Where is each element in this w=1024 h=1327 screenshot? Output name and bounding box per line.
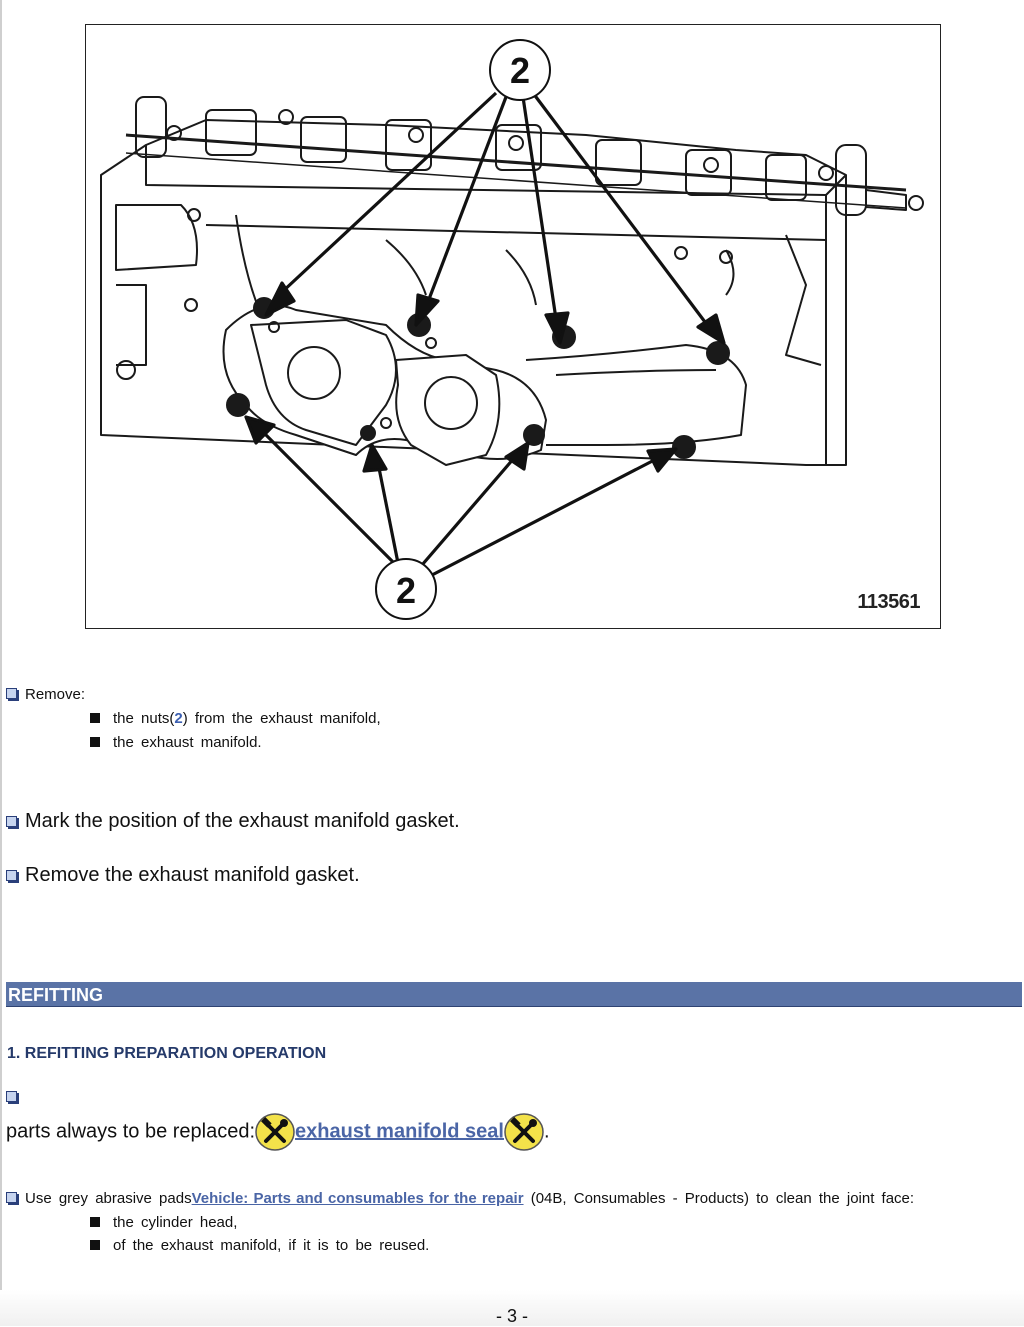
list-item: the cylinder head, <box>90 1214 237 1231</box>
engine-diagram-figure: 2 2 113561 <box>85 24 941 629</box>
parts-step-checkbox <box>6 1089 25 1107</box>
callout-label-top: 2 <box>510 50 530 91</box>
square-bullet-icon <box>90 1240 100 1250</box>
subheading-preparation: 1. REFITTING PREPARATION OPERATION <box>7 1045 327 1062</box>
figure-number: 113561 <box>857 591 920 613</box>
cylinder-head-illustration: 2 2 <box>100 39 924 620</box>
checkbox-icon <box>6 1091 17 1102</box>
list-item: the nuts(2) from the exhaust manifold, <box>90 710 381 727</box>
remove-gasket-step: Remove the exhaust manifold gasket. <box>6 864 360 887</box>
remove-step: Remove: <box>6 686 85 703</box>
parts-replaced-line: parts always to be replaced:exhaust mani… <box>6 1112 550 1152</box>
list-item: of the exhaust manifold, if it is to be … <box>90 1237 429 1254</box>
page-footer <box>0 1290 1024 1326</box>
checkbox-icon <box>6 688 17 699</box>
checkbox-icon <box>6 1192 17 1203</box>
page-left-border <box>0 0 2 1326</box>
callout-label-bottom: 2 <box>396 570 416 611</box>
square-bullet-icon <box>90 737 100 747</box>
tools-icon <box>504 1113 544 1151</box>
parts-consumables-link[interactable]: Vehicle: Parts and consumables for the r… <box>191 1190 524 1207</box>
checkbox-icon <box>6 816 17 827</box>
mark-gasket-step: Mark the position of the exhaust manifol… <box>6 810 460 833</box>
part-reference: 2 <box>174 710 183 727</box>
list-item: the exhaust manifold. <box>90 734 262 751</box>
exhaust-manifold-seal-link[interactable]: exhaust manifold seal <box>295 1120 504 1143</box>
remove-intro: Remove: <box>25 686 86 703</box>
tools-icon <box>255 1113 295 1151</box>
page-number: - 3 - <box>496 1306 529 1326</box>
square-bullet-icon <box>90 713 100 723</box>
checkbox-icon <box>6 870 17 881</box>
square-bullet-icon <box>90 1217 100 1227</box>
clean-joint-step: Use grey abrasive padsVehicle: Parts and… <box>6 1190 914 1207</box>
section-heading-refitting: REFITTING <box>6 982 1022 1007</box>
